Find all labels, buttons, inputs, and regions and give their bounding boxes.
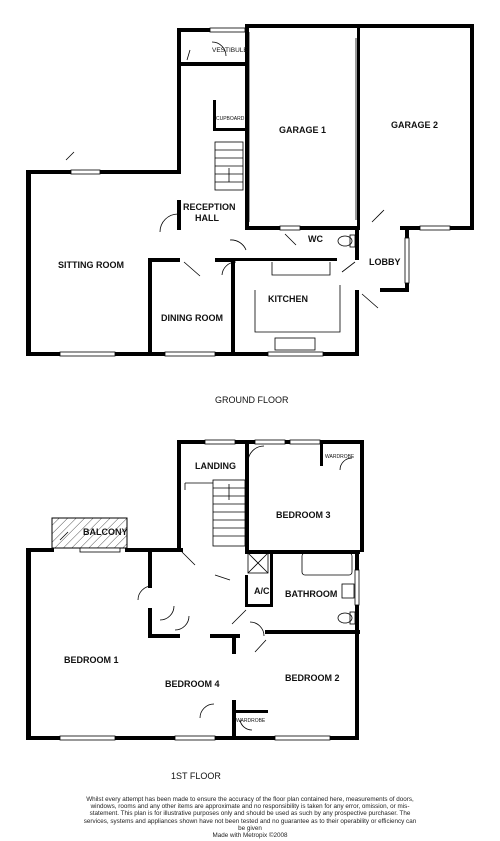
label-cupboard: CUPBOARD <box>216 116 245 122</box>
label-lobby: LOBBY <box>369 257 401 267</box>
first-fittings <box>59 445 356 731</box>
ground-floor-title: GROUND FLOOR <box>215 395 289 405</box>
label-reception-line2: HALL <box>195 213 219 223</box>
label-bathroom: BATHROOM <box>285 589 337 599</box>
label-bedroom-3: BEDROOM 3 <box>276 510 331 520</box>
label-balcony: BALCONY <box>83 527 128 537</box>
credit-text: Made with Metropix ©2008 <box>212 832 288 840</box>
label-bedroom-2: BEDROOM 2 <box>285 673 340 683</box>
label-ac: A/C <box>254 586 270 596</box>
ground-floor <box>26 24 474 357</box>
label-bedroom-1: BEDROOM 1 <box>64 655 119 665</box>
disclaimer-text: Whilst every attempt has been made to en… <box>83 796 417 832</box>
first-floor-title: 1ST FLOOR <box>171 771 221 781</box>
label-bedroom-4: BEDROOM 4 <box>165 679 220 689</box>
label-wc: WC <box>308 234 323 244</box>
label-wardrobe-bottom: WARDROBE <box>236 718 266 724</box>
label-dining-room: DINING ROOM <box>161 313 223 323</box>
label-landing: LANDING <box>195 461 236 471</box>
label-vestibule: VESTIBULE <box>212 47 248 54</box>
label-kitchen: KITCHEN <box>268 294 308 304</box>
ground-fittings <box>65 32 385 351</box>
label-garage-1: GARAGE 1 <box>279 125 326 135</box>
label-reception-line1: RECEPTION <box>183 202 236 212</box>
label-garage-2: GARAGE 2 <box>391 120 438 130</box>
disclaimer: Whilst every attempt has been made to en… <box>80 796 420 839</box>
room-labels: VESTIBULE CUPBOARD GARAGE 1 GARAGE 2 REC… <box>58 47 438 781</box>
label-wardrobe-top: WARDROBE <box>325 454 355 460</box>
first-floor <box>26 439 364 741</box>
label-sitting-room: SITTING ROOM <box>58 260 124 270</box>
